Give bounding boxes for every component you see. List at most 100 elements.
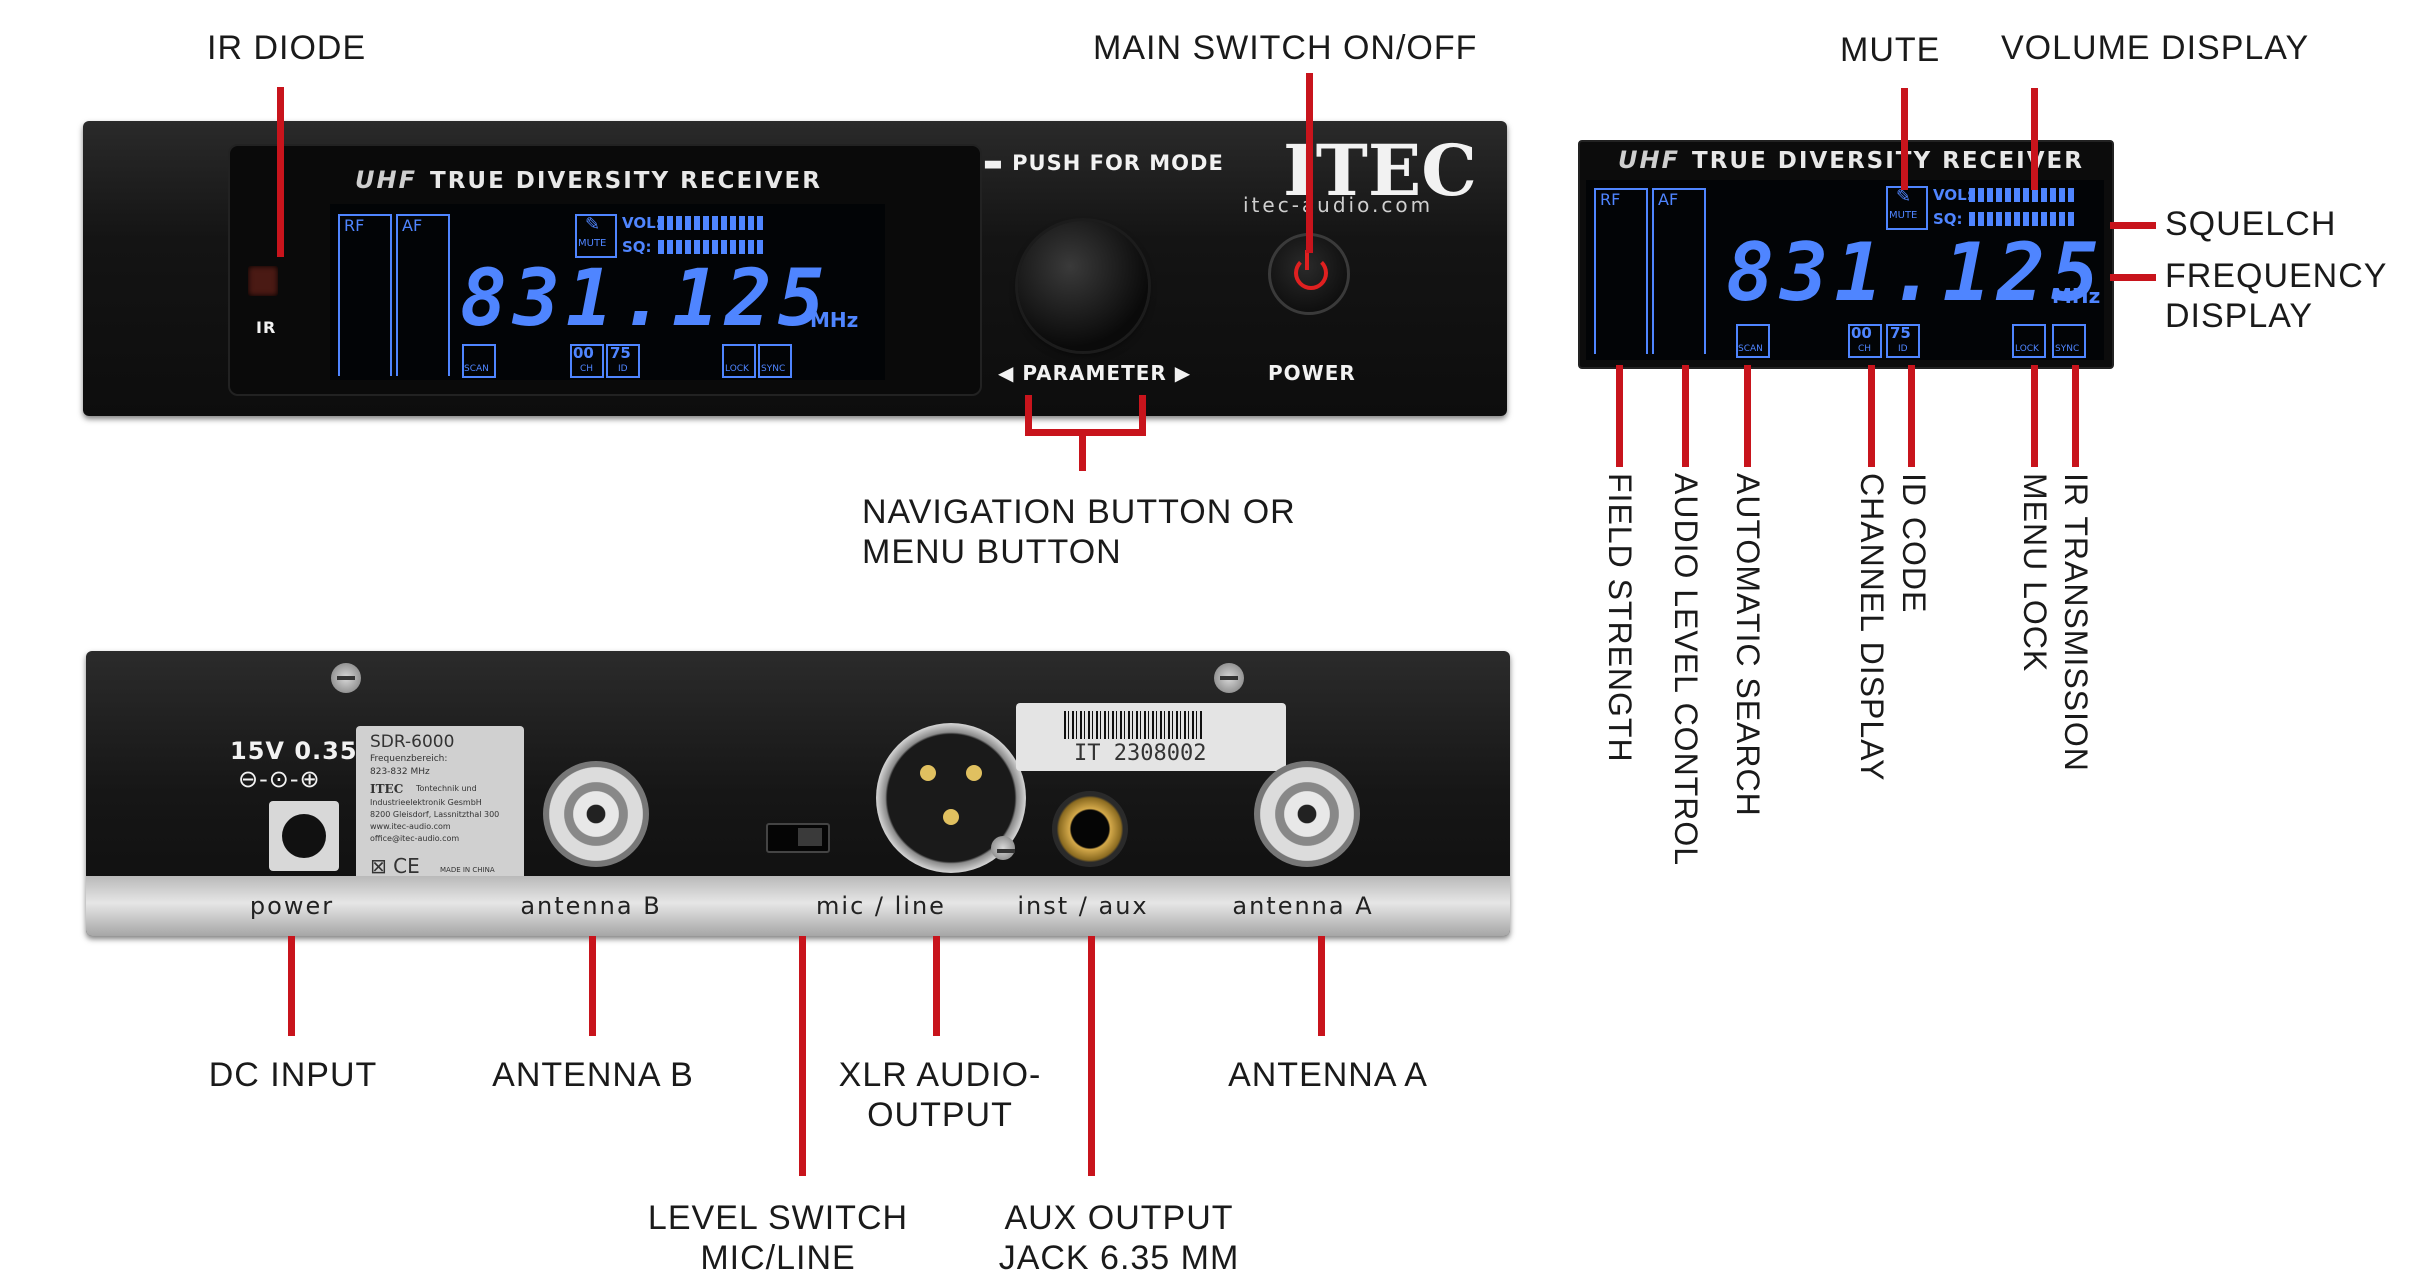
line-aux xyxy=(1088,936,1095,1176)
callout-channel: CHANNEL DISPLAY xyxy=(1854,473,1890,782)
xlr-pin-1 xyxy=(920,765,936,781)
line-squelch xyxy=(2110,222,2156,229)
line-channel xyxy=(1868,365,1875,467)
af-meter xyxy=(396,214,450,376)
mute-indicator xyxy=(575,214,617,258)
power-label: POWER xyxy=(1268,361,1356,385)
receiver-header: TRUE DIVERSITY RECEIVER xyxy=(430,168,822,194)
lock-indicator xyxy=(722,344,756,378)
uhf-logo: UHF xyxy=(355,166,417,194)
callout-field-strength: FIELD STRENGTH xyxy=(1602,473,1638,763)
callout-id-code: ID CODE xyxy=(1896,473,1932,614)
detail-channel-value: 00 xyxy=(1851,324,1872,342)
callout-antenna-b: ANTENNA B xyxy=(492,1056,694,1094)
callout-dc-input: DC INPUT xyxy=(208,1056,378,1094)
line-nav-stem xyxy=(1079,429,1086,471)
callout-aux-2: JACK 6.35 MM xyxy=(998,1239,1240,1277)
sticker-line-5: www.itec-audio.com xyxy=(370,822,451,831)
channel-value: 00 xyxy=(573,344,594,362)
line-menu-lock xyxy=(2031,365,2038,467)
line-ir-transmission xyxy=(2072,365,2079,467)
callout-squelch: SQUELCH xyxy=(2165,205,2337,243)
callout-level-1: LEVEL SWITCH xyxy=(647,1199,909,1237)
line-frequency xyxy=(2110,274,2156,281)
level-switch[interactable] xyxy=(766,823,830,853)
detail-scan-indicator xyxy=(1736,324,1770,358)
mode-icon: ▬ xyxy=(983,151,1013,175)
antenna-a-port-label: antenna A xyxy=(1232,892,1374,920)
callout-volume: VOLUME DISPLAY xyxy=(2001,29,2310,67)
xlr-pin-2 xyxy=(966,765,982,781)
callout-mute: MUTE xyxy=(1840,31,1941,69)
af-label: AF xyxy=(402,216,423,235)
mhz-unit: MHz xyxy=(810,308,859,332)
model-number: SDR-6000 xyxy=(370,732,455,752)
front-lcd: RF AF ✎ MUTE VOL: SQ: 831.125 MHz SCAN 0… xyxy=(330,204,885,380)
sq-label: SQ: xyxy=(622,238,652,256)
barcode xyxy=(1064,711,1204,739)
antenna-b-port-label: antenna B xyxy=(520,892,662,920)
line-level-switch xyxy=(799,936,806,1176)
dc-input-jack xyxy=(269,801,339,871)
detail-id-display xyxy=(1886,324,1920,358)
power-icon xyxy=(1294,256,1328,290)
line-nav-left xyxy=(1025,395,1032,433)
front-display-window: UHF TRUE DIVERSITY RECEIVER RF AF ✎ MUTE… xyxy=(228,144,982,396)
detail-sync-indicator xyxy=(2052,324,2086,358)
detail-receiver-header: TRUE DIVERSITY RECEIVER xyxy=(1692,148,2084,174)
callout-level-2: MIC/LINE xyxy=(700,1239,856,1277)
detail-sync-label: SYNC xyxy=(2055,344,2080,354)
rf-meter xyxy=(338,214,392,376)
xlr-output xyxy=(876,723,1026,873)
vol-bar xyxy=(658,216,763,230)
front-panel: UHF TRUE DIVERSITY RECEIVER RF AF ✎ MUTE… xyxy=(83,121,1507,416)
callout-navigation-2: MENU BUTTON xyxy=(862,533,1122,571)
line-nav-right xyxy=(1139,395,1146,433)
detail-rf-meter xyxy=(1594,188,1648,354)
screw-mid xyxy=(991,836,1015,860)
model-sticker: SDR-6000 Frequenzbereich: 823-832 MHz IT… xyxy=(356,726,524,894)
sticker-brand: ITEC xyxy=(370,782,404,796)
mute-icon: ✎ xyxy=(585,214,601,235)
sync-label: SYNC xyxy=(761,364,786,374)
ir-diode xyxy=(248,266,278,296)
callout-aux-1: AUX OUTPUT xyxy=(1004,1199,1234,1237)
detail-af-label: AF xyxy=(1658,190,1679,209)
frequency-readout: 831.125 xyxy=(460,254,831,344)
callout-frequency-2: DISPLAY xyxy=(2165,297,2314,335)
screw-right xyxy=(1214,663,1244,693)
navigation-knob[interactable] xyxy=(1018,221,1148,351)
screw-left xyxy=(331,663,361,693)
detail-uhf-logo: UHF xyxy=(1618,146,1680,174)
detail-scan-label: SCAN xyxy=(1738,344,1763,354)
level-switch-slider xyxy=(798,828,822,846)
detail-channel-display xyxy=(1848,324,1882,358)
antenna-a-connector xyxy=(1254,761,1360,867)
sticker-line-2: Tontechnik und xyxy=(416,784,477,793)
detail-lock-indicator xyxy=(2012,324,2046,358)
ir-label: IR xyxy=(256,318,277,337)
callout-navigation-1: NAVIGATION BUTTON OR xyxy=(862,493,1296,531)
detail-frequency-readout: 831.125 xyxy=(1726,226,2106,319)
detail-mhz-unit: MHz xyxy=(2052,284,2101,308)
serial-number: IT 2308002 xyxy=(1074,741,1207,766)
channel-display xyxy=(570,344,604,378)
line-field-strength xyxy=(1616,365,1623,467)
detail-sq-bar xyxy=(1969,212,2074,226)
detail-mute-icon: ✎ xyxy=(1896,186,1912,207)
vol-label: VOL: xyxy=(622,214,662,232)
callout-antenna-a: ANTENNA A xyxy=(1228,1056,1428,1094)
detail-lcd: RF AF ✎ MUTE VOL: SQ: 831.125 MHz SCAN 0… xyxy=(1586,180,2104,360)
callout-audio-level: AUDIO LEVEL CONTROL xyxy=(1668,473,1704,867)
detail-lock-label: LOCK xyxy=(2015,344,2039,354)
detail-rf-label: RF xyxy=(1600,190,1621,209)
sticker-line-4: 8200 Gleisdorf, Lassnitzthal 300 xyxy=(370,810,500,819)
parameter-label: ◀ PARAMETER ▶ xyxy=(998,361,1192,385)
xlr-pin-3 xyxy=(943,809,959,825)
id-value: 75 xyxy=(610,344,631,362)
detail-id-value: 75 xyxy=(1890,324,1911,342)
detail-id-label: ID xyxy=(1898,344,1908,354)
line-ir-diode xyxy=(277,87,284,257)
power-rating: 15V 0.35A xyxy=(230,737,378,765)
line-id-code xyxy=(1908,365,1915,467)
